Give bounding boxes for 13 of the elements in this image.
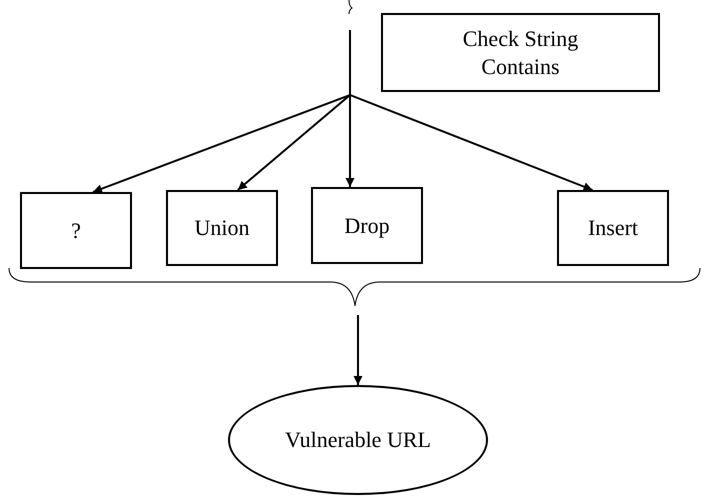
arrow	[354, 315, 362, 385]
node-label: Insert	[586, 214, 640, 242]
node-label: Union	[194, 214, 250, 242]
process-box	[557, 190, 669, 266]
node-label: Drop	[343, 212, 391, 240]
process-box	[166, 190, 278, 266]
node-label: ?	[70, 216, 82, 244]
node-label: Check String Contains	[462, 24, 580, 80]
process-box	[311, 187, 423, 264]
node-label: Vulnerable URL	[284, 426, 432, 454]
arrow	[349, 30, 593, 191]
process-box	[381, 13, 660, 92]
process-box	[20, 192, 132, 269]
